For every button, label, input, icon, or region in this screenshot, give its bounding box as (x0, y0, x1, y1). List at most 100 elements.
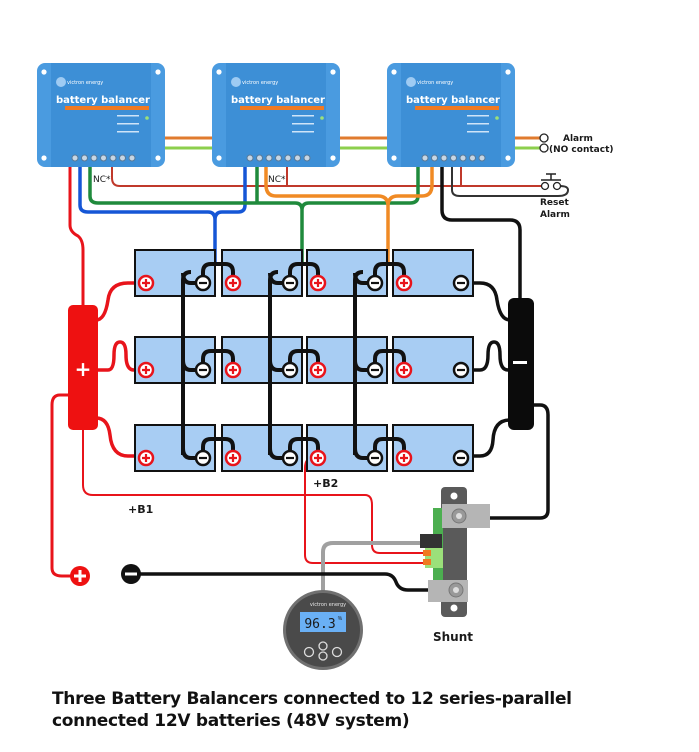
monitor-reading: 96.3 (304, 617, 335, 632)
balancer-status-led (320, 116, 324, 120)
monitor-button-right[interactable] (331, 646, 343, 658)
negative-terminal-icon (281, 274, 299, 292)
balancer-terminal[interactable] (469, 154, 476, 162)
positive-terminal-icon (137, 361, 155, 379)
balancer-terminal[interactable] (450, 154, 457, 162)
balancer-terminal[interactable] (90, 154, 98, 162)
monitor-cable (321, 541, 425, 600)
balancer-terminal[interactable] (128, 154, 136, 162)
positive-terminal-icon (395, 274, 413, 292)
balancer-terminal[interactable] (100, 154, 107, 162)
balancer-terminal[interactable] (478, 154, 486, 162)
balancer-terminal[interactable] (303, 154, 311, 162)
balancer-positive-wire (68, 165, 85, 310)
positive-terminal-icon (309, 449, 327, 467)
main-negative-wire (140, 572, 430, 592)
shunt-label: Shunt (433, 630, 473, 644)
positive-busbar: + (68, 305, 98, 430)
series-jumper (288, 262, 320, 277)
midpoint-wire-green (88, 165, 420, 262)
alarm-terminals: Alarm (NO contact) (539, 133, 613, 155)
victron-logo-icon (406, 77, 416, 87)
balancer-stripe (415, 106, 499, 110)
reset-label: Reset (540, 198, 569, 208)
b1-sense-wire (82, 425, 425, 554)
victron-logo-icon (56, 77, 66, 87)
parallel-links (181, 262, 406, 460)
negative-to-shunt-wire (488, 403, 550, 520)
series-jumper (288, 349, 320, 364)
balancer-terminal[interactable] (421, 154, 429, 162)
balancer-brand: victron energy (242, 80, 278, 86)
balancer-negative-wire (440, 165, 522, 300)
alarm-terminal-2[interactable] (539, 143, 549, 153)
balancer-terminal[interactable] (275, 154, 282, 162)
reset-wire (111, 165, 548, 187)
positive-terminal-icon (224, 274, 242, 292)
series-jumper (201, 349, 235, 364)
caption: Three Battery Balancers connected to 12 … (52, 688, 572, 732)
positive-busbar-symbol: + (75, 357, 92, 381)
series-jumper (373, 262, 406, 277)
positive-terminal-icon (137, 274, 155, 292)
shunt: Shunt (420, 487, 490, 644)
positive-terminal-icon (309, 361, 327, 379)
negative-terminal-icon (452, 274, 470, 292)
balancer-status-led (145, 116, 149, 120)
series-jumper (373, 437, 406, 452)
balancer-terminal[interactable] (284, 154, 292, 162)
main-positive-terminal[interactable] (70, 566, 90, 586)
balancer-terminal[interactable] (459, 154, 467, 162)
balancer-title: battery balancer (56, 95, 150, 106)
balancer-stripe (240, 106, 324, 110)
balancer-terminal[interactable] (246, 154, 254, 162)
positive-terminal-icon (395, 449, 413, 467)
negative-terminal-icon (366, 449, 384, 467)
balancer-terminal[interactable] (440, 154, 448, 162)
nc-label: NC* (93, 175, 111, 185)
main-positive-wire (50, 393, 78, 578)
balancer-terminal[interactable] (294, 154, 301, 162)
negative-terminal-icon (366, 274, 384, 292)
monitor-button-down[interactable] (318, 651, 328, 661)
balancer-terminal[interactable] (109, 154, 117, 162)
series-jumper (373, 349, 406, 364)
negative-terminal-icon (281, 361, 299, 379)
negative-terminal-icon (366, 361, 384, 379)
reset-return-wire (451, 165, 570, 197)
battery-monitor: victron energy 96.3 % (283, 590, 363, 670)
monitor-button-left[interactable] (303, 646, 315, 658)
negative-terminal-icon (194, 274, 212, 292)
negative-terminal-icon (281, 449, 299, 467)
balancer-terminal[interactable] (256, 154, 263, 162)
battery-balancer-3: victron energy battery balancer (387, 63, 515, 167)
balancer-brand: victron energy (417, 80, 453, 86)
positive-terminal-icon (224, 449, 242, 467)
balancer-title: battery balancer (406, 95, 500, 106)
nc-label: NC* (268, 175, 286, 185)
midpoint-wire-orange (264, 165, 434, 262)
positive-terminal-icon (395, 361, 413, 379)
negative-terminal-icon (194, 361, 212, 379)
monitor-button-up[interactable] (318, 641, 328, 651)
monitor-display (300, 612, 346, 632)
alarm-terminal-1[interactable] (539, 133, 549, 143)
reset-alarm-button[interactable]: Reset Alarm (540, 173, 570, 220)
balancer-terminal[interactable] (265, 154, 273, 162)
monitor-brand: victron energy (310, 602, 346, 608)
balancer-terminal[interactable] (431, 154, 438, 162)
balancer-terminal[interactable] (71, 154, 79, 162)
caption-line-1: Three Battery Balancers connected to 12 … (52, 689, 572, 709)
main-negative-terminal[interactable] (121, 564, 141, 584)
balancer-terminal[interactable] (81, 154, 88, 162)
positive-terminal-icon (309, 274, 327, 292)
series-jumper (288, 437, 320, 452)
battery-terminals (137, 274, 470, 467)
positive-terminal-icon (137, 449, 155, 467)
balancer-terminal[interactable] (119, 154, 126, 162)
negative-terminal-icon (452, 361, 470, 379)
midpoint-wire-blue (78, 165, 247, 262)
negative-terminal-icon (194, 449, 212, 467)
